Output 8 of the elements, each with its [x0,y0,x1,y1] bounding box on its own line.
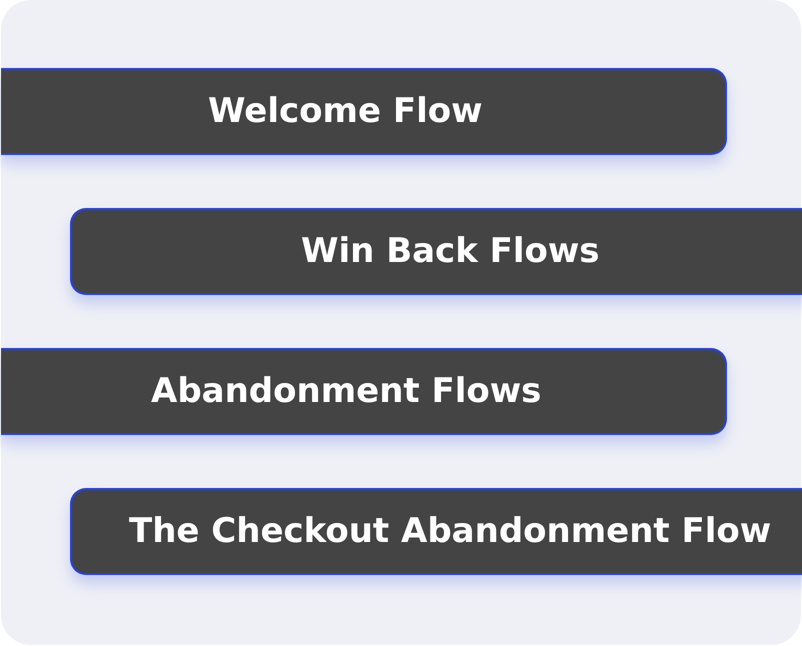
flow-bar [1,348,727,435]
flow-bar [70,208,802,295]
flow-bar [70,488,802,575]
flow-title: The Checkout Abandonment Flow [129,510,772,553]
flow-title: Welcome Flow [208,90,482,133]
flow-bar [1,68,727,155]
flow-title: Abandonment Flows [151,370,542,413]
flow-title: Win Back Flows [301,230,600,273]
